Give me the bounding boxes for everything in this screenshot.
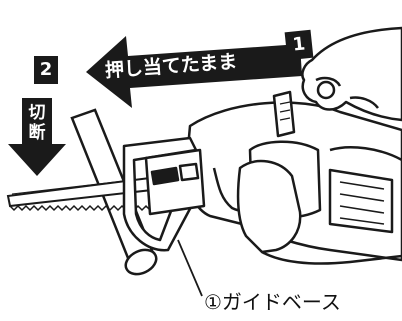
step-2-badge: 2 [34,56,58,84]
cut-instruction-text: 切断 [28,103,46,143]
guide-base [122,136,206,252]
step-1-badge: 1 [284,29,314,61]
down-arrow-icon [8,98,66,176]
hand-icon [236,26,402,265]
callout-leader [177,239,203,297]
guide-base-callout-label: ①ガイドベース [204,290,341,314]
left-arrow-icon [86,36,302,108]
